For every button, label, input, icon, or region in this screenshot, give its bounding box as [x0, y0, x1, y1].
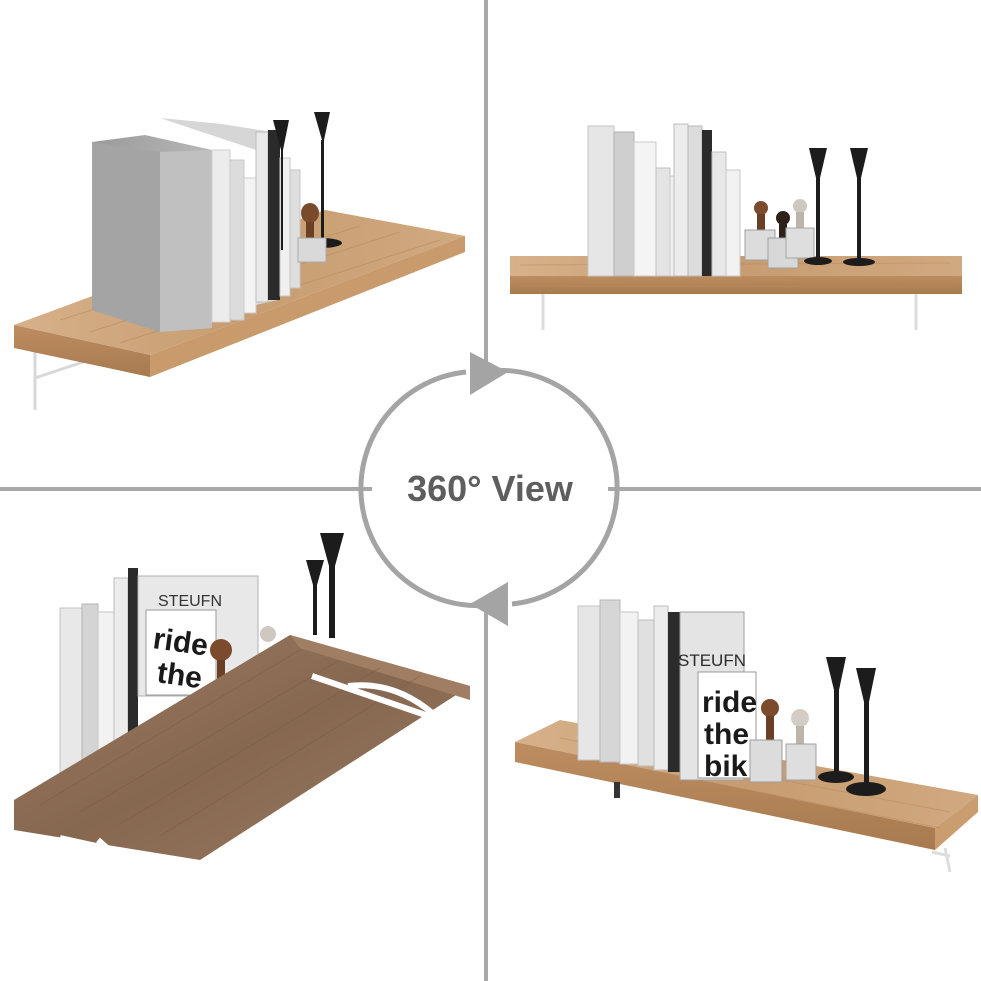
book-stack: [160, 118, 301, 323]
wooden-stamps: [744, 199, 815, 269]
wooden-stamps: [749, 699, 817, 783]
candle-holders: [818, 657, 886, 796]
wooden-stamp: [297, 203, 327, 263]
book-row: [587, 123, 741, 277]
cover-brand-text: STEUFN: [158, 593, 222, 610]
book-row: STEUFN ride the bik: [577, 599, 757, 783]
view-360-label: 360° View: [407, 468, 574, 509]
shelf-view-top-left: [14, 112, 465, 410]
cover-title-line-2: the: [155, 656, 204, 695]
rotation-badge: 360° View: [358, 352, 620, 626]
cover-title-line-1b: ride: [702, 686, 757, 719]
rotate-arrow-top-icon: [470, 352, 508, 395]
shelf-view-bottom-right: STEUFN ride the bik: [515, 599, 978, 873]
candle-holders: [804, 148, 875, 266]
rotate-arrow-bottom-icon: [470, 582, 508, 626]
cover-title-line-2b: the: [704, 718, 749, 751]
cover-title-line-3b: bik: [704, 750, 748, 783]
cover-title-line-1: ride: [151, 622, 210, 662]
wall-brackets: [59, 673, 448, 938]
shelf-view-top-right: [510, 123, 962, 330]
candle-holders: [306, 533, 344, 638]
cover-brand-text-2: STEUFN: [678, 651, 746, 670]
shelf-view-bottom-left: STEUFN ride the: [14, 533, 470, 938]
